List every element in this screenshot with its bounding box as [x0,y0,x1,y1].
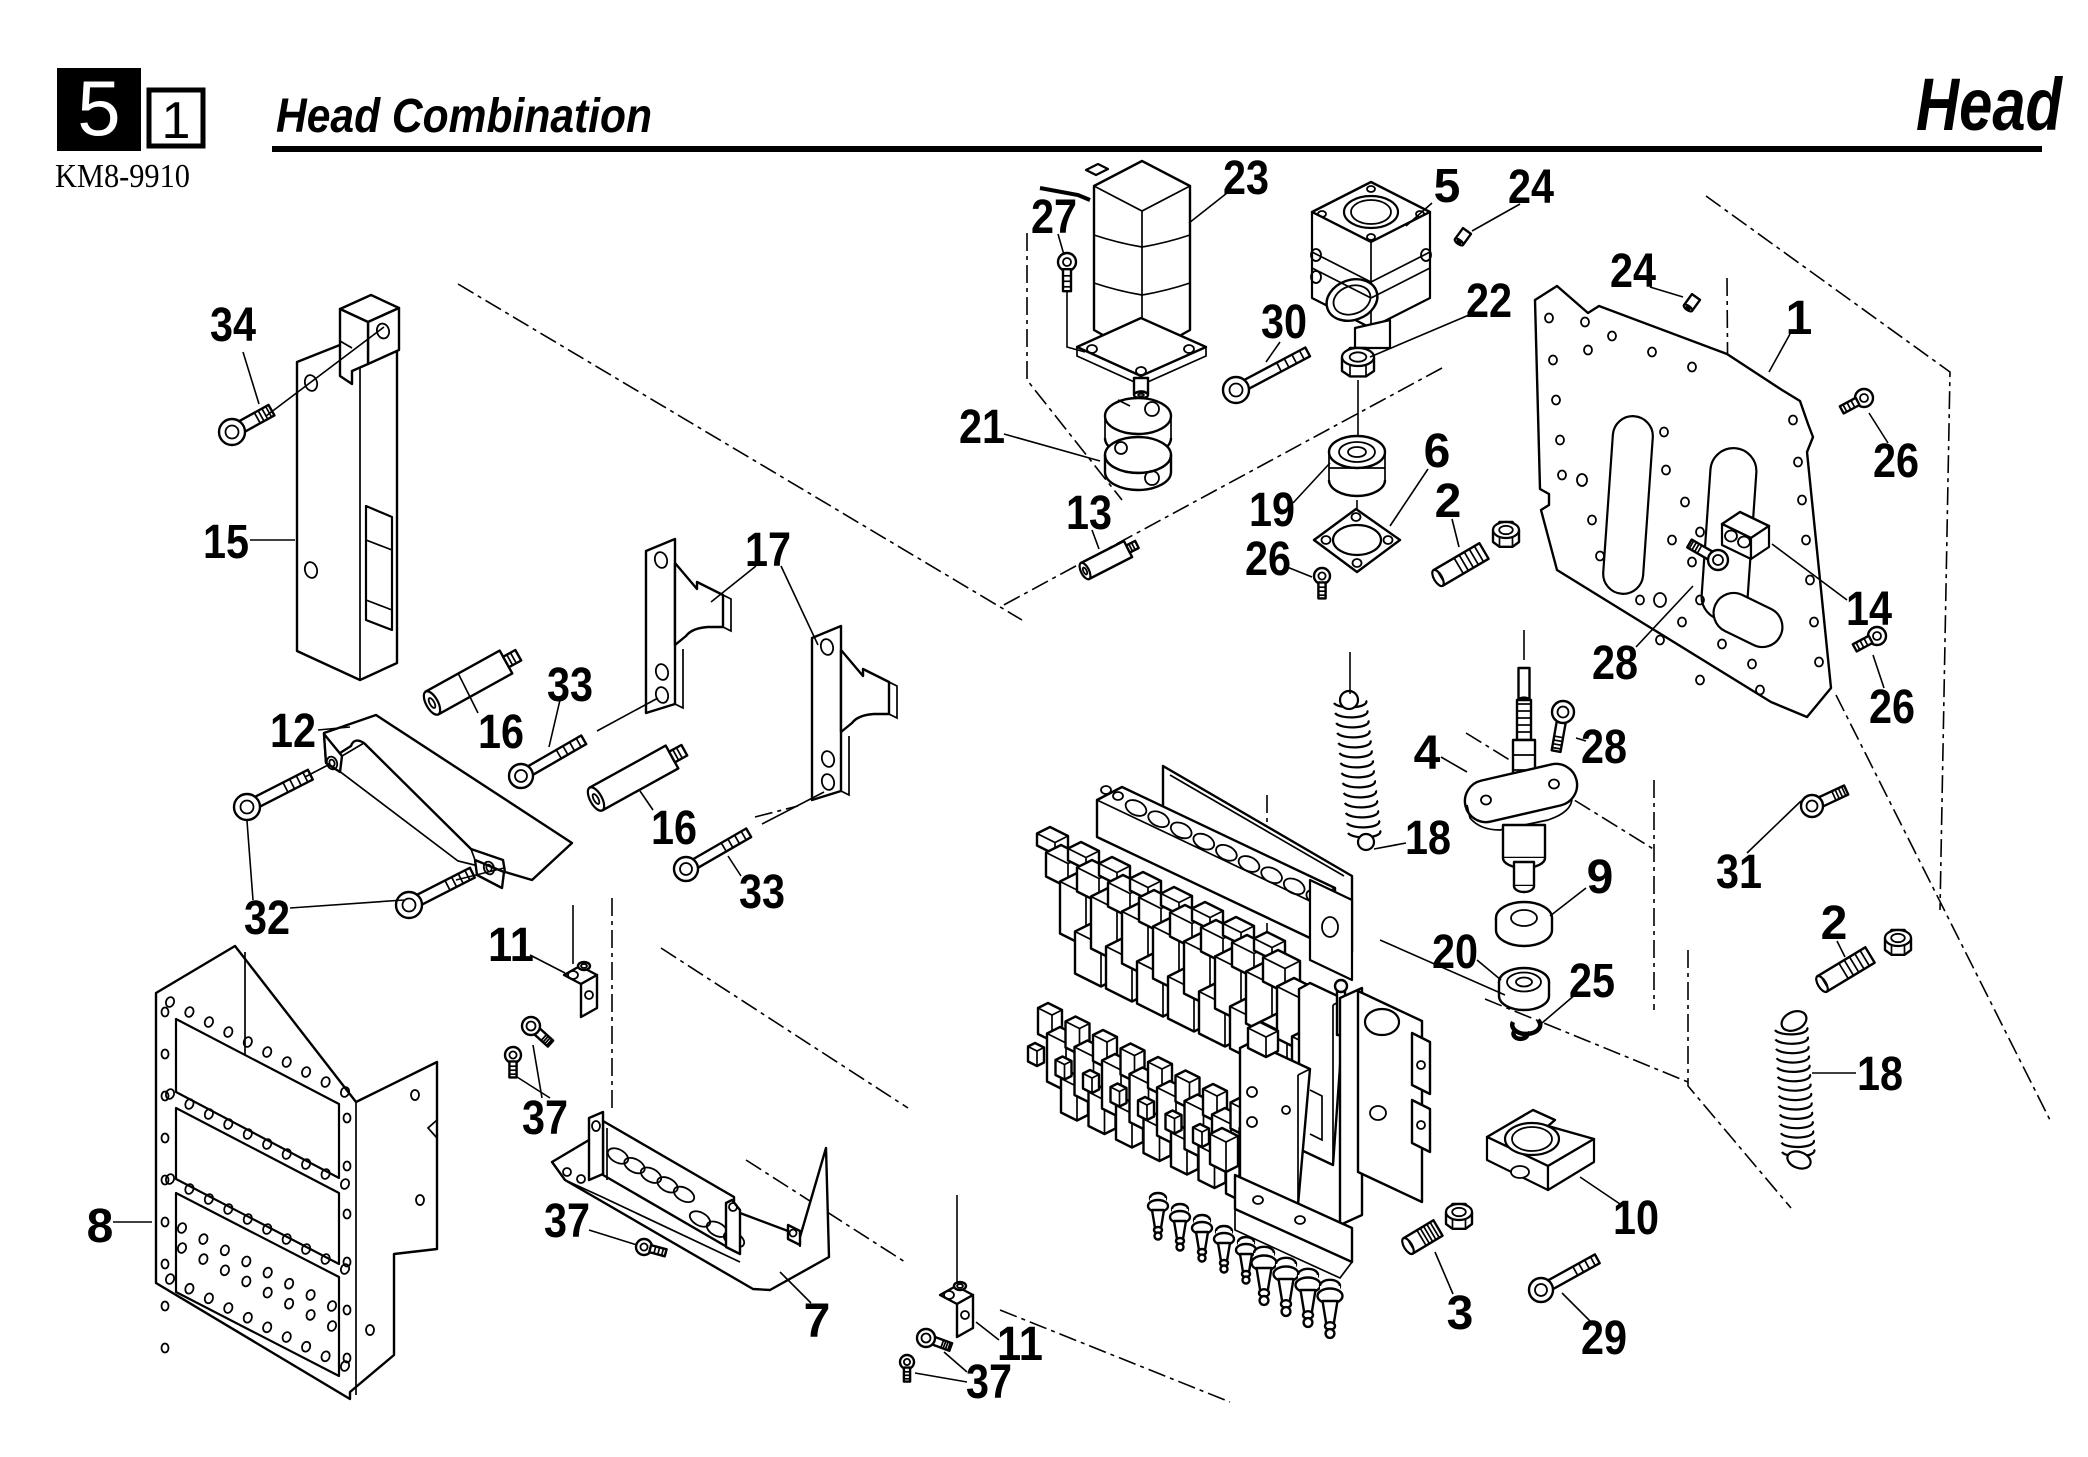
svg-text:6: 6 [1424,425,1451,478]
svg-text:21: 21 [959,401,1005,454]
svg-text:10: 10 [1613,1192,1659,1245]
svg-text:17: 17 [745,524,791,577]
svg-text:37: 37 [522,1092,568,1145]
svg-text:18: 18 [1857,1048,1903,1101]
svg-text:2: 2 [1821,897,1848,950]
svg-text:13: 13 [1066,487,1112,540]
svg-text:37: 37 [966,1356,1012,1409]
svg-text:9: 9 [1587,851,1614,904]
svg-text:11: 11 [488,919,534,972]
svg-text:12: 12 [270,705,316,758]
svg-text:15: 15 [203,516,249,569]
svg-text:27: 27 [1031,191,1077,244]
svg-text:28: 28 [1581,721,1627,774]
svg-text:7: 7 [804,1295,831,1348]
svg-text:5: 5 [1434,160,1461,213]
svg-text:25: 25 [1569,955,1615,1008]
svg-text:28: 28 [1592,637,1638,690]
svg-text:26: 26 [1869,681,1915,734]
svg-text:20: 20 [1432,926,1478,979]
svg-text:23: 23 [1223,152,1269,205]
svg-text:33: 33 [547,659,593,712]
svg-text:19: 19 [1249,484,1295,537]
svg-text:26: 26 [1245,533,1291,586]
svg-text:26: 26 [1873,435,1919,488]
svg-text:1: 1 [162,92,191,150]
svg-text:4: 4 [1414,727,1441,780]
svg-text:30: 30 [1261,296,1307,349]
svg-text:3: 3 [1447,1287,1474,1340]
svg-text:2: 2 [1435,475,1462,528]
svg-text:16: 16 [651,802,697,855]
svg-text:1: 1 [1786,292,1813,345]
svg-text:32: 32 [244,892,290,945]
svg-text:31: 31 [1716,846,1762,899]
svg-text:14: 14 [1846,583,1892,636]
svg-text:33: 33 [739,866,785,919]
svg-text:8: 8 [87,1200,114,1253]
svg-text:37: 37 [544,1195,590,1248]
svg-text:22: 22 [1466,275,1512,328]
svg-text:Head: Head [1916,63,2063,146]
svg-text:34: 34 [210,299,256,352]
svg-text:KM8-9910: KM8-9910 [55,158,190,195]
svg-text:11: 11 [997,1318,1043,1371]
svg-text:24: 24 [1610,245,1656,298]
svg-text:5: 5 [77,64,120,152]
svg-text:Head Combination: Head Combination [276,90,652,143]
svg-text:16: 16 [478,706,524,759]
svg-text:24: 24 [1508,161,1554,214]
svg-text:29: 29 [1581,1312,1627,1365]
svg-text:18: 18 [1405,812,1451,865]
